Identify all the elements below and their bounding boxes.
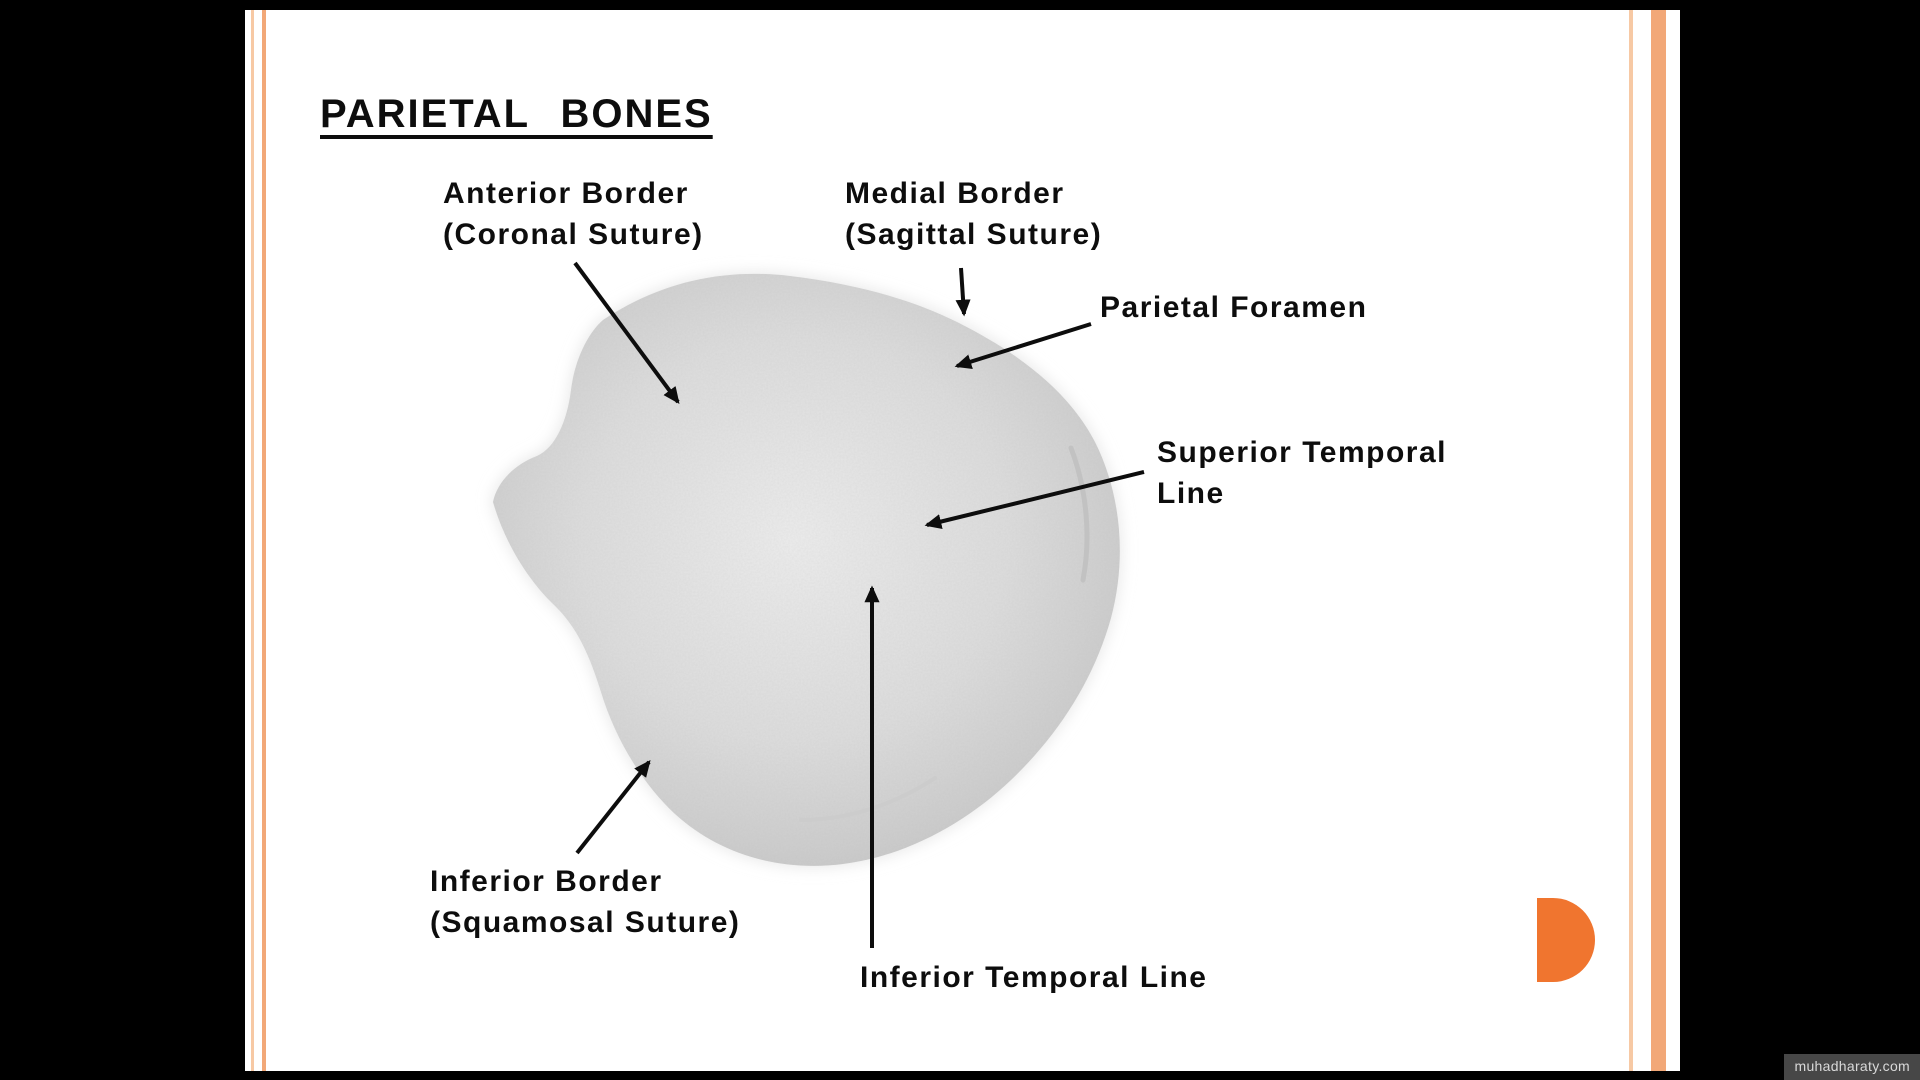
right-border-line-thick [1651,10,1666,1071]
label-line: Anterior Border [443,177,689,210]
label-medial-border: Medial Border (Sagittal Suture) [845,174,1102,256]
slide: PARIETAL BONES Anterior Border (Coronal … [245,10,1680,1071]
right-border-line-thin [1629,10,1633,1071]
bone-groove-bottom [799,776,937,822]
label-line: (Sagittal Suture) [845,217,1103,251]
arrow-inferior-border [575,760,651,855]
slide-title: PARIETAL BONES [320,92,713,136]
label-line: (Coronal Suture) [443,217,704,251]
label-line: Medial Border [845,177,1065,210]
bone-groove-right [1068,445,1090,583]
label-superior-temporal-line: Superior Temporal Line [1157,433,1447,515]
label-line: Line [1157,476,1225,510]
label-line: (Squamosal Suture) [430,905,741,939]
arrow-anterior-border [573,261,680,405]
label-line: Parietal Foramen [1100,291,1368,324]
label-line: Inferior Temporal Line [860,961,1208,994]
left-border-line-thick [262,10,266,1071]
arrow-superior-temporal-line [924,470,1145,529]
arrow-medial-border [955,267,971,317]
label-anterior-border: Anterior Border (Coronal Suture) [443,174,704,256]
annotation-arrows [573,261,1145,948]
label-parietal-foramen: Parietal Foramen [1100,288,1367,329]
left-border-line-thin [251,10,254,1071]
label-line: Inferior Border [430,865,663,898]
watermark: muhadharaty.com [1784,1054,1920,1080]
bone-diagram-graphic [493,261,1145,948]
label-inferior-border: Inferior Border (Squamosal Suture) [430,862,740,944]
arrow-parietal-foramen [954,322,1092,369]
label-inferior-temporal-line: Inferior Temporal Line [860,958,1208,999]
label-line: Superior Temporal [1157,436,1447,469]
parietal-bone-image [493,273,1120,866]
